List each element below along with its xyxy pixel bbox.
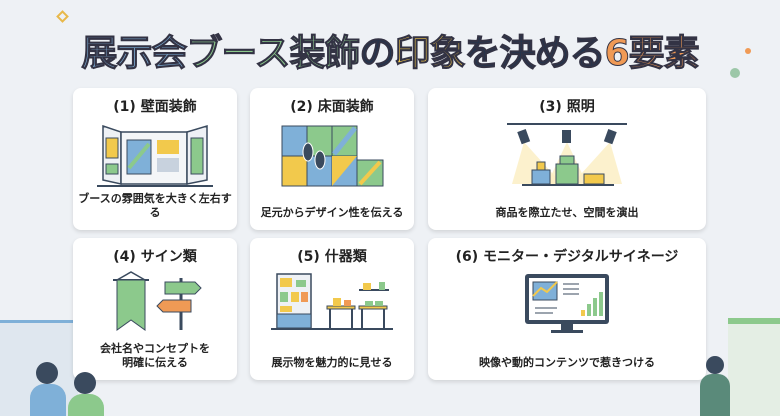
circle-decoration: [745, 48, 751, 54]
card-heading: (1) 壁面装飾: [113, 99, 197, 115]
circle-decoration: [730, 68, 740, 78]
title-part: 6要素: [604, 33, 700, 75]
card-signage: (4) サイン類 会社名やコンセプトを明確に伝える: [73, 238, 237, 380]
card-caption: 足元からデザイン性を伝える: [260, 206, 404, 219]
person-illustration: [706, 356, 724, 374]
sparkle-icon: [56, 10, 69, 23]
card-heading: (5) 什器類: [297, 249, 367, 265]
person-illustration: [700, 374, 730, 416]
booth-background-right: [728, 318, 780, 416]
card-caption: 商品を際立たせ、空間を演出: [495, 206, 639, 219]
person-illustration: [30, 384, 66, 416]
card-caption: 映像や動的コンテンツで惹きつける: [479, 356, 655, 369]
spotlight-icon: [507, 123, 627, 186]
card-heading: (4) サイン類: [113, 249, 197, 265]
card-caption: 会社名やコンセプトを明確に伝える: [73, 342, 237, 370]
monitor-icon: [525, 274, 609, 333]
card-floor-decoration: (2) 床面装飾 足元からデザイン性を伝える: [250, 88, 414, 230]
person-illustration: [74, 372, 96, 394]
caption-line: 明確に伝える: [122, 356, 188, 369]
card-digital-signage: (6) モニター・デジタルサイネージ 映像や動的コンテンツで惹きつける: [428, 238, 706, 380]
title-part: ブース装飾: [186, 33, 361, 75]
floor-tiles-icon: [281, 125, 384, 187]
person-illustration: [68, 394, 104, 416]
card-heading: (3) 照明: [539, 99, 595, 115]
wall-panel-icon: [97, 124, 213, 187]
card-caption: ブースの雰囲気を大きく左右する: [78, 192, 232, 219]
title-part: 印象: [394, 33, 466, 75]
title-part: を決める: [464, 33, 606, 75]
card-heading: (6) モニター・デジタルサイネージ: [455, 249, 679, 265]
card-heading: (2) 床面装飾: [290, 99, 374, 115]
shelves-tables-icon: [271, 273, 393, 330]
banner-signpost-icon: [113, 271, 202, 331]
title-part: の: [359, 33, 396, 75]
card-caption: 展示物を魅力的に見せる: [271, 356, 393, 369]
card-fixtures: (5) 什器類 展示物を魅力的に見せる: [250, 238, 414, 380]
page-title: 展示会ブース装飾の印象を決める6要素: [0, 24, 780, 76]
card-wall-decoration: (1) 壁面装飾 ブースの雰囲気を大きく左右する: [73, 88, 237, 230]
person-illustration: [36, 362, 58, 384]
title-part: 展示会: [81, 33, 188, 75]
card-lighting: (3) 照明 商品を際立たせ、空間を演出: [428, 88, 706, 230]
caption-line: 会社名やコンセプトを: [100, 342, 210, 355]
